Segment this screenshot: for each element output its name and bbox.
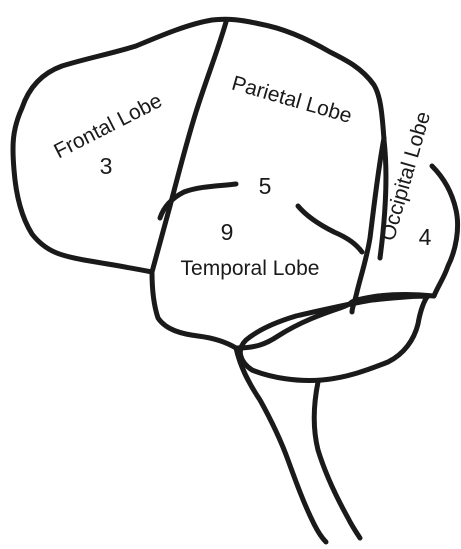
- parietal-lobe-label: Parietal Lobe: [229, 72, 354, 128]
- occipital-lobe-number: 4: [419, 224, 432, 250]
- parietal-fissure-line: [298, 206, 362, 252]
- parietal-lobe-number: 5: [259, 173, 272, 199]
- temporal-lobe-label: Temporal Lobe: [181, 257, 320, 280]
- temporal-lobe-number: 9: [221, 219, 234, 245]
- occipital-back-outline: [432, 166, 458, 296]
- frontal-lobe-number: 3: [100, 153, 113, 179]
- lateral-sulcus-line: [160, 184, 236, 218]
- central-sulcus-line: [152, 22, 226, 272]
- brain-stem-right-line: [314, 382, 360, 538]
- cerebellum-outline: [240, 296, 428, 381]
